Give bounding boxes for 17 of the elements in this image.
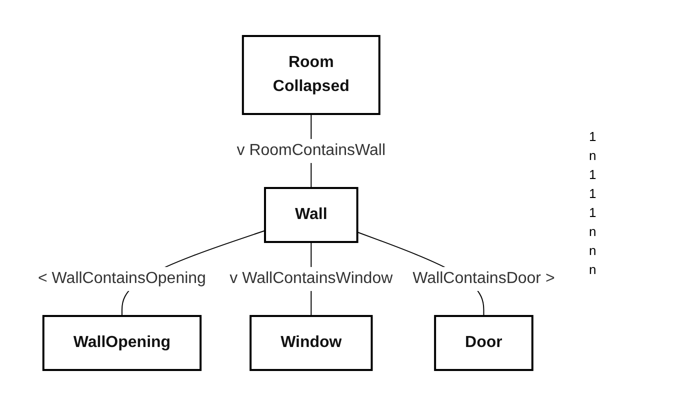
edge-label: v RoomContainsWall [236, 141, 386, 158]
multiplicity-label: n [589, 242, 598, 258]
edge-label: WallContainsDoor > [412, 269, 555, 286]
multiplicity-label: n [589, 148, 598, 162]
node-box: Door [434, 314, 534, 370]
node-box: Room Collapsed [242, 34, 380, 114]
multiplicity-label: 1 [589, 128, 598, 144]
multiplicity-label: 1 [589, 186, 598, 200]
edge-label: < WallContainsOpening [38, 269, 206, 286]
node-box: Wall [264, 186, 358, 242]
multiplicity-label: n [589, 262, 598, 276]
node-box: Window [250, 314, 373, 370]
multiplicity-label: 1 [589, 166, 598, 182]
node-box: WallOpening [42, 314, 202, 370]
multiplicity-label: n [589, 224, 598, 238]
edge-label: v WallContainsWindow [230, 269, 393, 286]
multiplicity-label: 1 [589, 204, 598, 220]
